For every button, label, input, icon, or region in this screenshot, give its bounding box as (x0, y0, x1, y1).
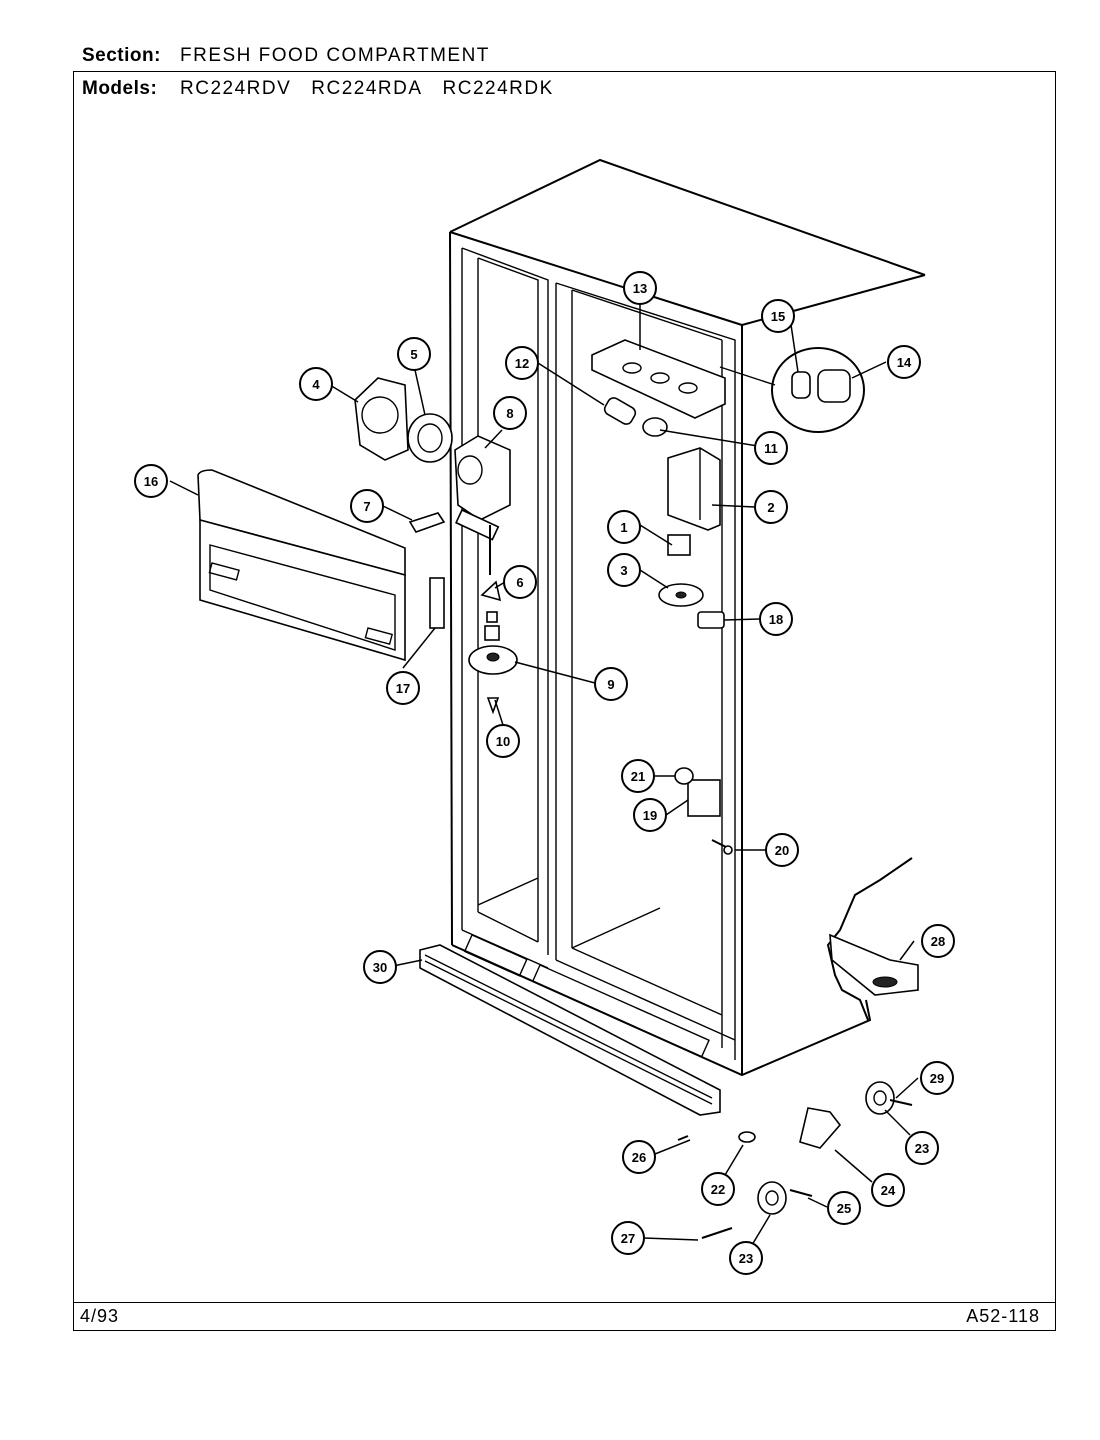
svg-text:28: 28 (931, 934, 945, 949)
light-socket (603, 397, 637, 425)
svg-text:12: 12 (515, 356, 529, 371)
model-number: RC224RDA (311, 78, 423, 99)
models-label: Models: (82, 78, 158, 99)
footer-divider (73, 1302, 1056, 1303)
svg-text:15: 15 (771, 309, 785, 324)
svg-text:9: 9 (607, 677, 614, 692)
panel-bracket (429, 577, 445, 629)
diagram-code: A52-118 (966, 1306, 1040, 1326)
svg-text:10: 10 (496, 734, 510, 749)
diagram-frame (73, 71, 1056, 1331)
svg-text:30: 30 (373, 960, 387, 975)
callout-7: 7 (350, 489, 384, 523)
light-bulb (642, 417, 668, 437)
thermostat-switch (667, 534, 691, 556)
callout-9: 9 (594, 667, 628, 701)
callout-19: 19 (633, 798, 667, 832)
callout-29: 29 (920, 1061, 954, 1095)
callout-3: 3 (607, 553, 641, 587)
control-housing (667, 447, 721, 531)
cam-bracket (687, 779, 721, 817)
svg-text:22: 22 (711, 1182, 725, 1197)
callout-16: 16 (134, 464, 168, 498)
cam-screw (674, 767, 694, 785)
callout-22: 22 (701, 1172, 735, 1206)
callout-17: 17 (386, 671, 420, 705)
svg-text:27: 27 (621, 1231, 635, 1246)
callout-1: 1 (607, 510, 641, 544)
callout-26: 26 (622, 1140, 656, 1174)
cabinet-outline (449, 158, 926, 1077)
callout-5: 5 (397, 337, 431, 371)
svg-text:14: 14 (897, 355, 912, 370)
callout-8: 8 (493, 396, 527, 430)
svg-text:11: 11 (764, 441, 778, 456)
svg-text:21: 21 (631, 769, 645, 784)
callout-14: 14 (887, 345, 921, 379)
svg-text:18: 18 (769, 612, 783, 627)
callout-12: 12 (505, 346, 539, 380)
svg-text:2: 2 (767, 500, 774, 515)
model-number: RC224RDV (180, 78, 292, 99)
svg-text:17: 17 (396, 681, 410, 696)
svg-text:1: 1 (620, 520, 627, 535)
callout-4: 4 (299, 367, 333, 401)
door-switch (697, 611, 725, 629)
svg-text:19: 19 (643, 808, 657, 823)
light-socket-detail (719, 347, 865, 433)
svg-text:13: 13 (633, 281, 647, 296)
svg-text:20: 20 (775, 843, 789, 858)
svg-text:23: 23 (915, 1141, 929, 1156)
model-number: RC224RDK (442, 78, 554, 99)
svg-text:8: 8 (506, 406, 513, 421)
callout-23: 23 (905, 1131, 939, 1165)
callout-27: 27 (611, 1221, 645, 1255)
clip (408, 512, 446, 533)
control-panel (197, 469, 406, 662)
svg-text:5: 5 (410, 347, 417, 362)
damper-parts (354, 377, 511, 641)
svg-text:4: 4 (312, 377, 320, 392)
svg-text:16: 16 (144, 474, 158, 489)
section-label: Section: (82, 45, 161, 66)
callout-group: 1 2 3 4 5 6 7 8 9 10 11 12 13 14 15 16 1… (134, 271, 955, 1275)
svg-text:24: 24 (881, 1183, 896, 1198)
roller-parts (677, 1081, 913, 1239)
callout-30: 30 (363, 950, 397, 984)
section-row: Section: FRESH FOOD COMPARTMENT (82, 45, 490, 67)
callout-24: 24 (871, 1173, 905, 1207)
models-row: Models: RC224RDV RC224RDA RC224RDK (82, 78, 574, 100)
callout-25: 25 (827, 1191, 861, 1225)
leader-lines (169, 288, 919, 1246)
svg-text:25: 25 (837, 1201, 851, 1216)
svg-text:3: 3 (620, 563, 627, 578)
light-shield (591, 339, 726, 419)
svg-text:23: 23 (739, 1251, 753, 1266)
callout-21: 21 (621, 759, 655, 793)
callout-13: 13 (623, 271, 657, 305)
callout-10: 10 (486, 724, 520, 758)
toe-grille (419, 944, 721, 1116)
svg-text:29: 29 (930, 1071, 944, 1086)
svg-text:26: 26 (632, 1150, 646, 1165)
callout-2: 2 (754, 490, 788, 524)
callout-28: 28 (921, 924, 955, 958)
callout-20: 20 (765, 833, 799, 867)
callout-23: 23 (729, 1241, 763, 1275)
hinge-section (826, 857, 919, 1021)
callout-11: 11 (754, 431, 788, 465)
callout-6: 6 (503, 565, 537, 599)
svg-text:7: 7 (363, 499, 370, 514)
section-title: FRESH FOOD COMPARTMENT (180, 45, 490, 66)
callout-15: 15 (761, 299, 795, 333)
callout-18: 18 (759, 602, 793, 636)
svg-text:6: 6 (516, 575, 523, 590)
revision-date: 4/93 (80, 1306, 120, 1326)
